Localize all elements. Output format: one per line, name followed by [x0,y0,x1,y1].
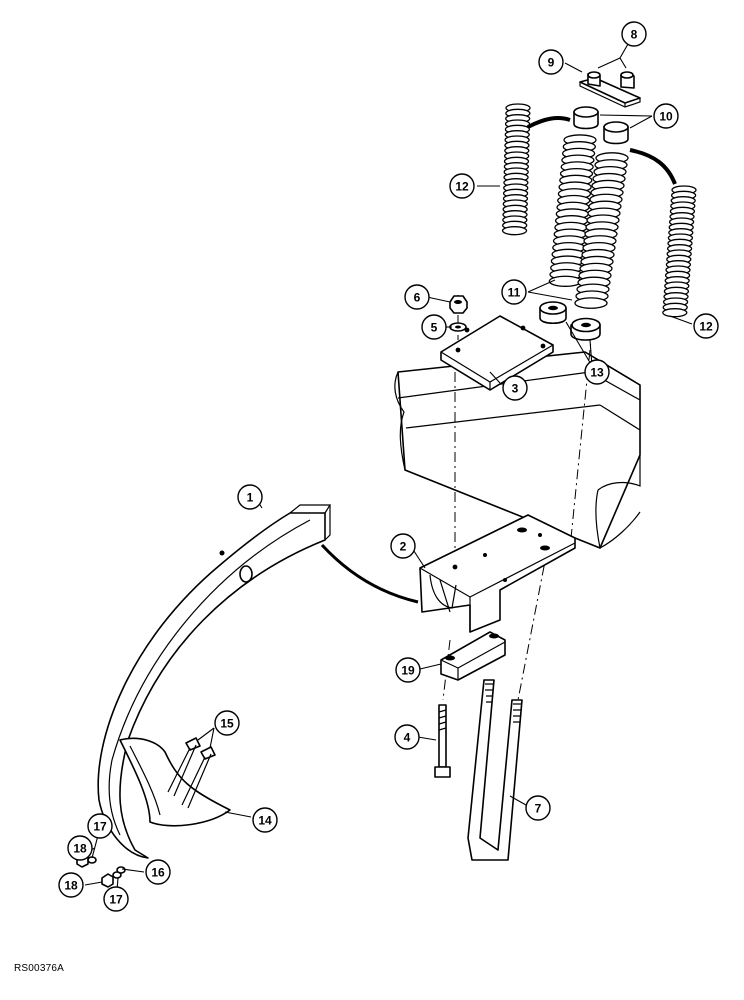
callout-label: 14 [258,814,272,828]
frame-tube [394,351,641,549]
lock-washer [449,322,467,332]
callout-7: 7 [525,795,551,821]
inner-spring-left [548,134,597,287]
spring-coil [548,275,582,287]
strap-nuts [587,71,635,89]
callout-18: 18 [58,872,84,898]
callout-label: 17 [109,893,123,907]
callout-13: 13 [584,359,610,385]
callout-label: 10 [659,110,673,124]
callout-label: 17 [93,820,107,834]
spring-coil [574,297,608,309]
u-bolt [467,679,523,861]
callout-label: 8 [631,28,638,42]
callout-11: 11 [501,279,527,305]
spring-coil [662,308,688,318]
leader-lines [79,43,693,891]
callout-9: 9 [538,49,564,75]
callout-label: 15 [220,717,234,731]
callout-12: 12 [693,313,719,339]
callout-18: 18 [67,835,93,861]
callout-15: 15 [214,710,240,736]
spring-cap-top [573,106,629,145]
callout-label: 18 [64,879,78,893]
callout-1: 1 [237,484,263,510]
callout-14: 14 [252,807,278,833]
callout-label: 19 [401,664,415,678]
callout-12: 12 [449,173,475,199]
callout-label: 7 [535,802,542,816]
callout-10: 10 [653,103,679,129]
callout-16: 16 [145,859,171,885]
callout-label: 3 [512,382,519,396]
callout-label: 6 [414,291,421,305]
callout-label: 12 [699,320,713,334]
callout-19: 19 [395,657,421,683]
callout-label: 5 [431,321,438,335]
callout-2: 2 [390,533,416,559]
hex-nut-small [449,295,468,314]
callout-label: 2 [400,540,407,554]
shank-bracket [419,514,576,633]
callout-8: 8 [621,21,647,47]
plow-bolts [167,737,216,809]
sweep-point [119,737,231,827]
callout-label: 11 [508,286,521,300]
callout-label: 13 [590,366,604,380]
callout-5: 5 [421,314,447,340]
mounting-plate [440,315,554,391]
outer-spring-right [662,185,697,318]
spring-seats-bottom [539,301,601,341]
callout-4: 4 [394,724,420,750]
callout-3: 3 [502,375,528,401]
callout-17: 17 [103,886,129,912]
callout-label: 12 [455,180,469,194]
clamp-block [440,631,506,681]
carriage-bolt [434,704,451,778]
callout-6: 6 [404,284,430,310]
callout-17: 17 [87,813,113,839]
outer-spring-left [501,103,531,236]
spring-coil [501,226,528,236]
callout-label: 1 [247,491,254,505]
shank [97,504,332,859]
callout-label: 4 [404,731,411,745]
inner-spring-right [574,152,629,309]
callout-label: 18 [73,842,87,856]
callout-label: 9 [548,56,555,70]
callout-label: 16 [151,866,165,880]
reference-code: RS00376A [14,963,64,974]
